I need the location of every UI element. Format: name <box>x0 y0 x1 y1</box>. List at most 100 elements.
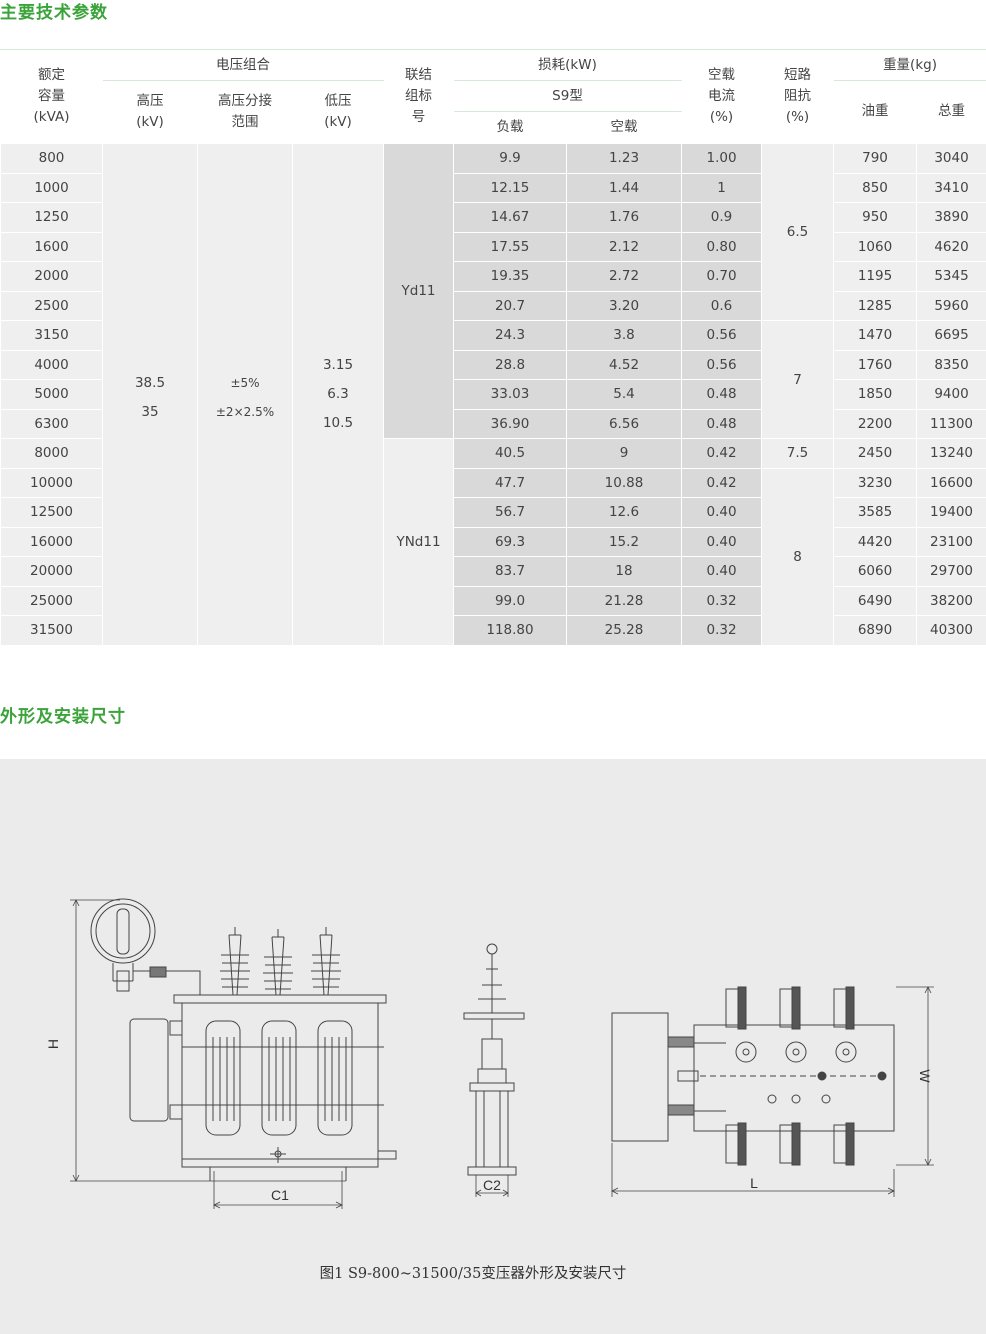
cell-impedance: 8 <box>761 467 835 646</box>
cell-noload-loss: 1.23 <box>565 142 683 174</box>
cell-total-weight: 29700 <box>916 556 986 587</box>
cell-load-loss: 24.3 <box>453 320 567 351</box>
cell-capacity: 2500 <box>0 290 103 321</box>
cell-noload-loss: 2.12 <box>565 231 683 262</box>
cell-noload-current: 0.6 <box>681 290 763 321</box>
cell-oil-weight: 1470 <box>833 320 918 351</box>
cell-impedance: 7 <box>761 320 835 439</box>
col-lv: 低压(kV) <box>324 92 352 130</box>
cell-oil-weight: 950 <box>833 202 918 233</box>
dim-label-w: W <box>917 1069 933 1083</box>
cell-oil-weight: 6060 <box>833 556 918 587</box>
spec-table: 额定容量(kVA) 电压组合 联结组标号 损耗(kW) 空载电流(%) 短路阻抗… <box>0 50 986 646</box>
cell-capacity: 2000 <box>0 261 103 292</box>
cell-noload-loss: 9 <box>565 438 683 469</box>
cell-noload-loss: 1.44 <box>565 172 683 203</box>
front-view <box>70 898 397 1209</box>
cell-oil-weight: 6890 <box>833 615 918 646</box>
cell-total-weight: 23100 <box>916 526 986 557</box>
cell-oil-weight: 6490 <box>833 585 918 616</box>
cell-noload-loss: 2.72 <box>565 261 683 292</box>
cell-oil-weight: 2450 <box>833 438 918 469</box>
col-hv-tap: 高压分接范围 <box>218 92 272 130</box>
cell-load-loss: 9.9 <box>453 142 567 174</box>
cell-load-loss: 56.7 <box>453 497 567 528</box>
section-title-dimensions: 外形及安装尺寸 <box>0 707 126 727</box>
col-loss: 损耗(kW) <box>453 50 682 81</box>
col-impedance: 短路阻抗(%) <box>784 66 812 125</box>
cell-capacity: 20000 <box>0 556 103 587</box>
figure-caption: 图1 S9-800~31500/35变压器外形及安装尺寸 <box>319 1266 627 1282</box>
cell-impedance: 7.5 <box>761 438 835 469</box>
cell-noload-current: 0.40 <box>681 497 763 528</box>
cell-total-weight: 5960 <box>916 290 986 321</box>
dim-label-h: H <box>45 1039 61 1049</box>
col-hv: 高压(kV) <box>136 92 164 130</box>
dim-label-c2: C2 <box>483 1177 501 1193</box>
cell-impedance: 6.5 <box>761 142 835 321</box>
cell-load-loss: 69.3 <box>453 526 567 557</box>
cell-noload-current: 0.80 <box>681 231 763 262</box>
cell-load-loss: 83.7 <box>453 556 567 587</box>
cell-noload-current: 1.00 <box>681 142 763 174</box>
cell-oil-weight: 3585 <box>833 497 918 528</box>
cell-tap-merged: ±5%±2×2.5% <box>197 142 293 646</box>
col-oil-weight: 油重 <box>861 103 889 119</box>
cell-noload-loss: 25.28 <box>565 615 683 646</box>
cell-oil-weight: 1850 <box>833 379 918 410</box>
cell-total-weight: 19400 <box>916 497 986 528</box>
cell-noload-current: 0.56 <box>681 349 763 380</box>
cell-noload-loss: 1.76 <box>565 202 683 233</box>
cell-load-loss: 20.7 <box>453 290 567 321</box>
top-view <box>611 986 934 1197</box>
cell-noload-loss: 10.88 <box>565 467 683 498</box>
col-vector-group: 联结组标号 <box>405 66 432 125</box>
cell-noload-current: 0.48 <box>681 408 763 439</box>
col-model: S9型 <box>453 80 682 112</box>
cell-noload-current: 0.42 <box>681 438 763 469</box>
cell-capacity: 31500 <box>0 615 103 646</box>
col-total-weight: 总重 <box>938 103 966 119</box>
cell-load-loss: 118.80 <box>453 615 567 646</box>
section-title-specs: 主要技术参数 <box>0 3 108 23</box>
cell-total-weight: 11300 <box>916 408 986 439</box>
cell-noload-loss: 18 <box>565 556 683 587</box>
divider <box>0 49 986 50</box>
cell-total-weight: 5345 <box>916 261 986 292</box>
cell-noload-current: 0.9 <box>681 202 763 233</box>
cell-total-weight: 9400 <box>916 379 986 410</box>
side-view <box>463 943 525 1197</box>
cell-capacity: 800 <box>0 142 103 174</box>
cell-noload-loss: 5.4 <box>565 379 683 410</box>
col-rated-capacity: 额定容量(kVA) <box>33 66 70 125</box>
cell-total-weight: 13240 <box>916 438 986 469</box>
cell-capacity: 1250 <box>0 202 103 233</box>
cell-total-weight: 6695 <box>916 320 986 351</box>
cell-load-loss: 47.7 <box>453 467 567 498</box>
cell-noload-current: 0.40 <box>681 556 763 587</box>
cell-capacity: 25000 <box>0 585 103 616</box>
cell-noload-current: 1 <box>681 172 763 203</box>
cell-noload-loss: 12.6 <box>565 497 683 528</box>
cell-capacity: 4000 <box>0 349 103 380</box>
cell-oil-weight: 2200 <box>833 408 918 439</box>
dim-label-l: L <box>750 1175 758 1191</box>
cell-oil-weight: 790 <box>833 142 918 174</box>
cell-noload-loss: 3.8 <box>565 320 683 351</box>
cell-oil-weight: 1060 <box>833 231 918 262</box>
cell-vector-yd11: Yd11 <box>383 142 454 439</box>
cell-capacity: 12500 <box>0 497 103 528</box>
cell-noload-current: 0.32 <box>681 585 763 616</box>
cell-load-loss: 19.35 <box>453 261 567 292</box>
cell-oil-weight: 1195 <box>833 261 918 292</box>
